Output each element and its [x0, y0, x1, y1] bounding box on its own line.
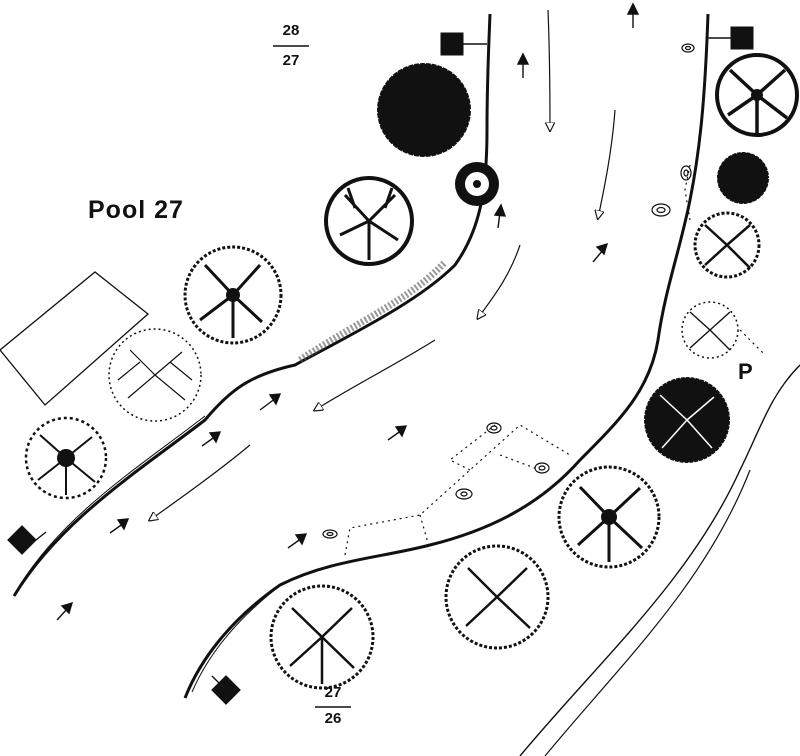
rock-icon	[455, 488, 473, 500]
shrub-icon	[455, 162, 499, 206]
fish-arrow-icon	[493, 203, 507, 229]
fish-arrow-icon	[201, 431, 222, 447]
boundary-markers	[7, 26, 754, 705]
marker-square-icon	[440, 32, 487, 56]
rock-icon	[486, 422, 502, 434]
rock-icon	[651, 203, 671, 217]
parking-label: P	[738, 359, 753, 384]
fish-arrow-icon	[287, 533, 308, 549]
fish-arrow-icon	[387, 425, 408, 441]
rock-icon	[680, 165, 692, 181]
marker-square-icon	[708, 26, 754, 50]
river-bank-left	[12, 13, 492, 597]
pool-title: Pool 27	[88, 196, 184, 224]
upper-boundary-downstream: 27	[282, 52, 300, 69]
current-arrow-icon	[548, 9, 550, 130]
lower-boundary-upstream: 27	[324, 684, 342, 701]
tree-icon	[693, 211, 761, 279]
river-bank-right	[183, 13, 710, 699]
fish-arrow-icon	[56, 601, 74, 621]
fish-arrow-icon	[109, 518, 130, 534]
fish-arrow-icon	[516, 52, 530, 78]
current-arrow-icon	[315, 339, 436, 410]
rock-icon	[681, 43, 695, 53]
tree-icon	[183, 245, 283, 345]
tree-icon	[269, 584, 375, 690]
rock-icon	[534, 462, 550, 474]
current-arrow-icon	[478, 244, 521, 318]
riffle-outline	[344, 164, 766, 556]
current-arrow-icon	[150, 444, 251, 520]
access-trail	[519, 364, 800, 756]
rocks	[322, 43, 695, 539]
upper-boundary-upstream: 28	[282, 22, 300, 39]
rock-icon	[322, 529, 338, 539]
trees	[24, 53, 799, 690]
tree-icon	[324, 176, 414, 266]
building-outline	[0, 271, 150, 406]
current-arrow-icon	[598, 109, 616, 218]
tree-icon	[376, 62, 472, 158]
fish-arrow-icon	[259, 393, 282, 411]
marker-diamond-icon	[211, 675, 241, 705]
tree-icon	[108, 328, 202, 422]
tree-icon	[715, 53, 799, 137]
fish-arrows	[56, 2, 640, 621]
marker-diamond-icon	[7, 525, 47, 555]
tree-icon	[681, 301, 739, 359]
current-arrows	[150, 9, 616, 520]
fish-arrow-icon	[592, 242, 609, 263]
fish-arrow-icon	[626, 2, 640, 28]
tree-icon	[557, 465, 661, 569]
tree-icon	[24, 416, 108, 500]
tree-icon	[716, 151, 770, 205]
tree-icon	[643, 376, 731, 464]
tree-icon	[444, 544, 550, 650]
lower-boundary-downstream: 26	[324, 710, 342, 727]
